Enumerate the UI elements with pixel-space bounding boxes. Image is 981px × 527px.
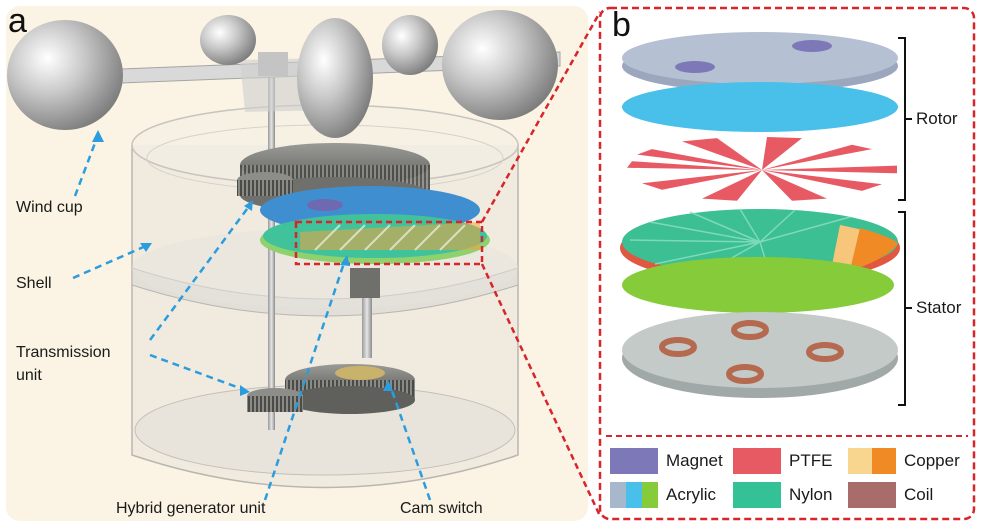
wind-cup-mid bbox=[382, 15, 438, 75]
label-hybrid-generator: Hybrid generator unit bbox=[116, 500, 266, 517]
legend-swatch-magnet bbox=[610, 448, 658, 474]
wind-cup-left bbox=[7, 20, 123, 130]
label-shell: Shell bbox=[16, 275, 52, 292]
ptfe-star bbox=[627, 137, 897, 201]
callout-arrows bbox=[72, 134, 432, 501]
cam-switch-assembly bbox=[247, 268, 415, 414]
wind-cup-right bbox=[442, 10, 558, 120]
callout-arrowheads bbox=[92, 130, 393, 396]
legend-label-copper: Copper bbox=[904, 451, 960, 470]
connector-top bbox=[480, 11, 602, 223]
legend-swatch-copper bbox=[848, 448, 896, 474]
legend-label-acrylic: Acrylic bbox=[666, 485, 717, 504]
legend-label-magnet: Magnet bbox=[666, 451, 723, 470]
stator-green-disc bbox=[622, 257, 894, 313]
stator-bracket bbox=[898, 211, 912, 406]
legend-swatch-ptfe bbox=[733, 448, 781, 474]
rotor-blue-disc bbox=[622, 82, 898, 132]
legend-swatch-coil bbox=[848, 482, 896, 508]
legend-swatch-acrylic bbox=[610, 482, 658, 508]
wind-cup-front bbox=[297, 18, 373, 138]
legend-label-nylon: Nylon bbox=[789, 485, 833, 504]
rotor-bracket bbox=[898, 37, 912, 201]
label-cam-switch: Cam switch bbox=[400, 500, 483, 517]
label-wind-cup: Wind cup bbox=[16, 199, 83, 216]
legend-label-coil: Coil bbox=[904, 485, 934, 504]
legend-label-ptfe: PTFE bbox=[789, 451, 833, 470]
label-stator: Stator bbox=[916, 298, 962, 317]
label-transmission-line1: Transmission bbox=[16, 344, 111, 361]
label-rotor: Rotor bbox=[916, 109, 958, 128]
rotor-acrylic-disc bbox=[622, 32, 898, 92]
panel-a-letter: a bbox=[8, 2, 27, 40]
legend-swatch-nylon bbox=[733, 482, 781, 508]
stator-coil-disc bbox=[622, 312, 898, 398]
hybrid-generator-disc bbox=[260, 214, 490, 264]
label-transmission-line2: unit bbox=[16, 367, 42, 384]
wind-cup-back bbox=[200, 15, 256, 65]
zoom-box bbox=[294, 220, 484, 266]
panel-b-letter: b bbox=[612, 6, 631, 44]
connector-bottom bbox=[480, 263, 602, 517]
